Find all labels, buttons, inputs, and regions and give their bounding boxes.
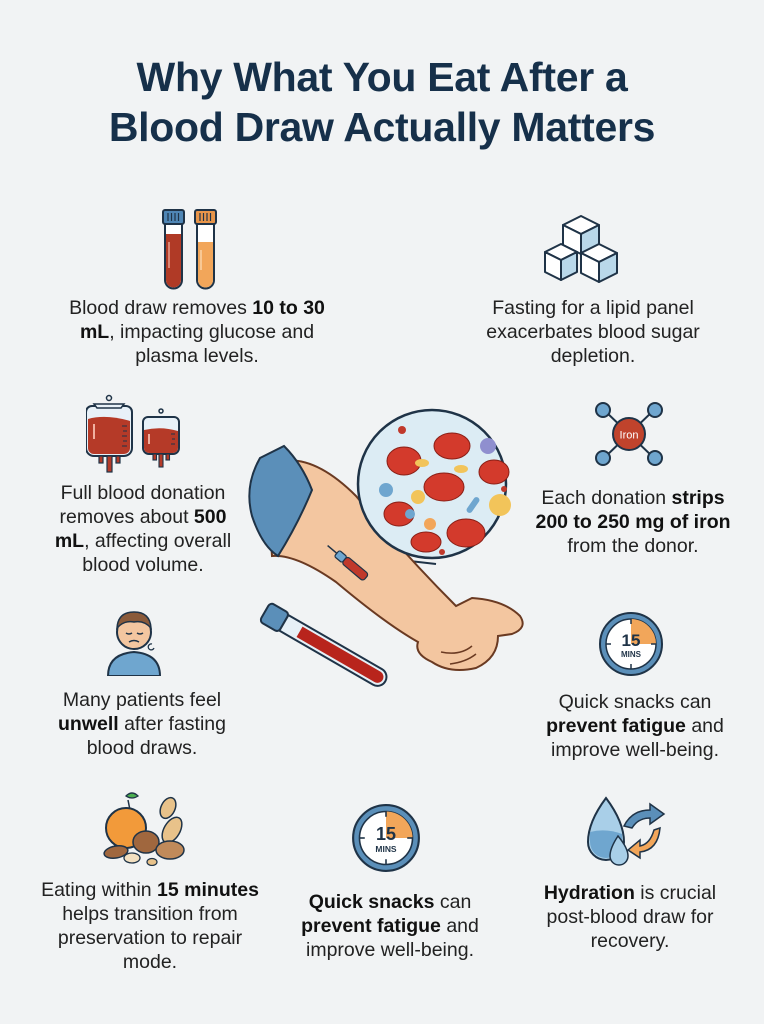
fact-quick-snacks-right: Quick snacks can prevent fatigue and imp…	[546, 691, 724, 761]
fact-iron-loss: Each donation strips 200 to 250 mg of ir…	[535, 487, 731, 557]
fact-blood-draw-volume: Blood draw removes 10 to 30 mL, impactin…	[69, 297, 325, 367]
title-line-1: Why What You Eat After a	[136, 54, 628, 100]
arm-blood-draw-illustration	[236, 406, 528, 696]
fact-full-donation-volume: Full blood donation removes about 500 mL…	[54, 482, 232, 576]
fact-eat-within-15: Eating within 15 minutes helps transitio…	[41, 879, 259, 973]
timer-15-mins-icon: 15 MINS	[598, 611, 664, 677]
timer-15-mins-icon: 15 MINS	[351, 803, 421, 873]
iron-label: Iron	[620, 430, 639, 442]
sleeve	[248, 444, 314, 558]
timer-unit: MINS	[375, 844, 397, 854]
blood-bags-icon	[86, 394, 182, 474]
fact-patients-unwell: Many patients feel unwell after fasting …	[58, 689, 226, 759]
test-tubes-icon	[160, 208, 222, 290]
page-title: Why What You Eat After a Blood Draw Actu…	[0, 52, 764, 152]
timer-number: 15	[376, 824, 396, 844]
fact-lipid-panel-fasting: Fasting for a lipid panel exacerbates bl…	[486, 297, 700, 367]
fact-hydration: Hydration is crucial post-blood draw for…	[543, 882, 717, 952]
fact-quick-snacks-bottom: Quick snacks can prevent fatigue and imp…	[301, 891, 479, 961]
blood-sample-tube	[259, 602, 388, 687]
sugar-cubes-icon	[541, 212, 621, 288]
iron-molecule-icon: Iron	[594, 402, 664, 466]
fruit-and-nuts-icon	[102, 790, 188, 866]
timer-unit: MINS	[621, 650, 642, 659]
hydration-cycle-icon	[584, 796, 668, 870]
title-line-2: Blood Draw Actually Matters	[108, 104, 656, 150]
unwell-person-icon	[104, 604, 166, 676]
timer-number: 15	[622, 631, 641, 650]
